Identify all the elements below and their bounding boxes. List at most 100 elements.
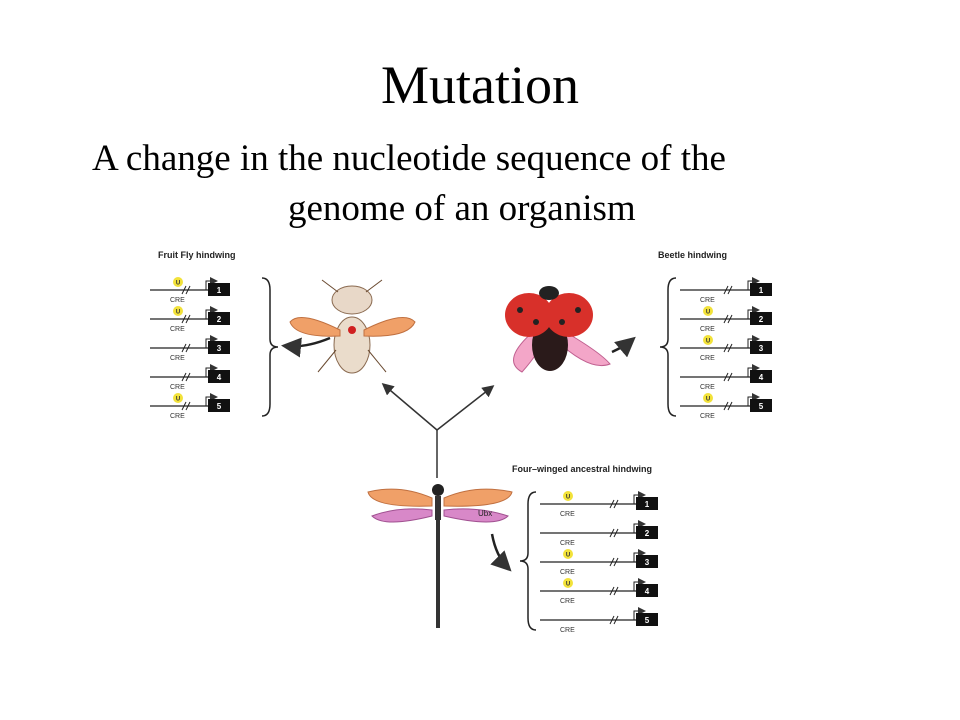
promoter-arrow bbox=[633, 520, 646, 533]
promoter-arrow bbox=[205, 277, 218, 290]
gene-number: 5 bbox=[645, 616, 650, 625]
strand-break-mark bbox=[613, 499, 619, 509]
strand-break-mark bbox=[181, 314, 187, 324]
promoter-arrow bbox=[747, 335, 760, 348]
strand-break-mark bbox=[609, 528, 615, 538]
cre-label: CRE bbox=[170, 297, 185, 304]
gene-box bbox=[636, 497, 658, 510]
cre-label: CRE bbox=[170, 326, 185, 333]
promoter-arrow bbox=[205, 335, 218, 348]
panel-ancestral: Four–winged ancestral hindwing1CREU2CRE3… bbox=[512, 464, 658, 634]
cre-label: CRE bbox=[560, 540, 575, 547]
gene-box bbox=[750, 283, 772, 296]
u-label: U bbox=[176, 310, 180, 316]
gene-number: 2 bbox=[217, 315, 222, 324]
strand-break-mark bbox=[181, 372, 187, 382]
ubx-label: Ubx bbox=[478, 509, 492, 518]
cre-label: CRE bbox=[700, 384, 715, 391]
strand-break-mark bbox=[185, 343, 191, 353]
gene-number: 4 bbox=[217, 373, 222, 382]
strand-break-mark bbox=[727, 343, 733, 353]
u-label: U bbox=[566, 582, 570, 588]
u-binding-circle bbox=[703, 335, 713, 345]
fruit-fly-arrow bbox=[281, 336, 331, 358]
promoter-arrow bbox=[633, 607, 646, 620]
u-binding-circle bbox=[173, 277, 183, 287]
cre-label: CRE bbox=[560, 627, 575, 634]
strand-break-mark bbox=[613, 586, 619, 596]
strand-break-mark bbox=[609, 499, 615, 509]
panel-title: Four–winged ancestral hindwing bbox=[512, 464, 652, 474]
strand-break-mark bbox=[727, 314, 733, 324]
u-binding-circle bbox=[563, 578, 573, 588]
gene-number: 5 bbox=[217, 402, 222, 411]
strand-break-mark bbox=[185, 372, 191, 382]
gene-box bbox=[636, 613, 658, 626]
gene-box bbox=[208, 399, 230, 412]
gene-box bbox=[208, 312, 230, 325]
panel-fruit-fly: Fruit Fly hindwing1CREU2CREU3CRE4CRE5CRE… bbox=[150, 250, 279, 420]
strand-break-mark bbox=[609, 586, 615, 596]
strand-break-mark bbox=[181, 401, 187, 411]
promoter-arrow bbox=[205, 306, 218, 319]
gene-number: 3 bbox=[645, 558, 650, 567]
strand-break-mark bbox=[727, 372, 733, 382]
u-binding-circle bbox=[563, 491, 573, 501]
gene-number: 3 bbox=[759, 344, 764, 353]
subtitle-line-1: A change in the nucleotide sequence of t… bbox=[92, 138, 726, 179]
strand-break-mark bbox=[613, 615, 619, 625]
gene-number: 2 bbox=[759, 315, 764, 324]
u-label: U bbox=[706, 339, 710, 345]
strand-break-mark bbox=[723, 285, 729, 295]
gene-box bbox=[208, 283, 230, 296]
u-binding-circle bbox=[703, 393, 713, 403]
promoter-arrow bbox=[747, 393, 760, 406]
panel-title: Beetle hindwing bbox=[658, 250, 727, 260]
strand-break-mark bbox=[723, 372, 729, 382]
u-binding-circle bbox=[563, 549, 573, 559]
promoter-arrow bbox=[205, 364, 218, 377]
panel-brace bbox=[659, 277, 677, 417]
subtitle-line-2: genome of an organism bbox=[288, 188, 636, 229]
beetle-arrow bbox=[611, 336, 636, 358]
strand-break-mark bbox=[185, 314, 191, 324]
slide-subtitle: A change in the nucleotide sequence of t… bbox=[60, 134, 920, 234]
cre-label: CRE bbox=[700, 297, 715, 304]
strand-break-mark bbox=[727, 401, 733, 411]
u-binding-circle bbox=[173, 393, 183, 403]
cre-label: CRE bbox=[700, 413, 715, 420]
cre-label: CRE bbox=[700, 355, 715, 362]
promoter-arrow bbox=[205, 393, 218, 406]
u-label: U bbox=[176, 281, 180, 287]
gene-box bbox=[636, 526, 658, 539]
gene-number: 4 bbox=[645, 587, 650, 596]
cre-label: CRE bbox=[170, 355, 185, 362]
gene-number: 1 bbox=[645, 500, 650, 509]
gene-box bbox=[636, 555, 658, 568]
cre-label: CRE bbox=[700, 326, 715, 333]
gene-box bbox=[208, 341, 230, 354]
promoter-arrow bbox=[747, 364, 760, 377]
cre-label: CRE bbox=[170, 384, 185, 391]
u-label: U bbox=[566, 495, 570, 501]
strand-break-mark bbox=[613, 557, 619, 567]
gene-number: 5 bbox=[759, 402, 764, 411]
u-binding-circle bbox=[173, 306, 183, 316]
strand-break-mark bbox=[723, 343, 729, 353]
gene-number: 4 bbox=[759, 373, 764, 382]
gene-box bbox=[208, 370, 230, 383]
